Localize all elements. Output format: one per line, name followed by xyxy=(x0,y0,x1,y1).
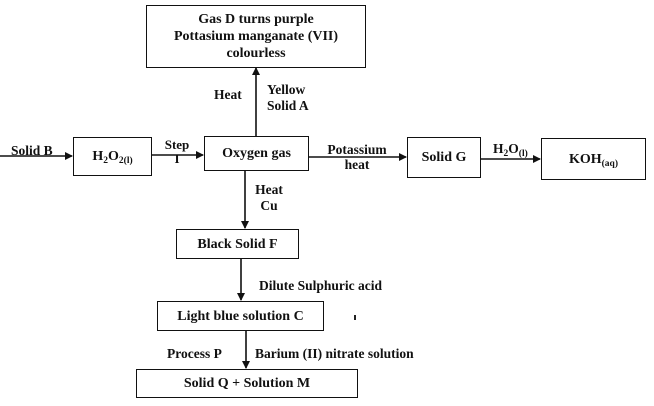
node-h2o2: H2O2(l) xyxy=(73,137,152,176)
gas-d-line-1: Gas D turns purple xyxy=(198,12,314,27)
edge-label-potassium-heat: Potassium heat xyxy=(327,142,387,172)
node-koh: KOH(aq) xyxy=(541,138,646,180)
edge-label-solid-b: Solid B xyxy=(11,143,53,158)
edge-label-water: H2O(l) xyxy=(493,141,528,159)
light-blue-solution-c-label: Light blue solution C xyxy=(177,308,304,324)
koh-formula: KOH(aq) xyxy=(568,151,619,169)
edge-label-dilute-sulphuric-acid: Dilute Sulphuric acid xyxy=(259,278,383,293)
node-gas-d: Gas D turns purple Pottasium manganate (… xyxy=(146,5,366,68)
edge-label-heat-up: Heat xyxy=(214,87,242,102)
gas-d-line-3: colourless xyxy=(226,46,286,61)
solid-q-solution-m-label: Solid Q + Solution M xyxy=(183,376,311,391)
black-solid-f-label: Black Solid F xyxy=(197,236,278,252)
edge-label-process-p: Process P xyxy=(167,346,222,361)
stray-mark xyxy=(354,315,356,320)
node-black-solid-f: Black Solid F xyxy=(176,229,299,259)
node-solid-g: Solid G xyxy=(407,137,481,178)
node-light-blue-solution-c: Light blue solution C xyxy=(157,301,324,331)
solid-g-label: Solid G xyxy=(421,150,467,165)
node-oxygen-gas: Oxygen gas xyxy=(204,136,309,171)
node-solid-q-solution-m: Solid Q + Solution M xyxy=(136,369,358,398)
gas-d-line-2: Pottasium manganate (VII) xyxy=(173,29,339,44)
h2o2-formula: H2O2(l) xyxy=(92,149,133,166)
edge-label-barium-nitrate: Barium (II) nitrate solution xyxy=(255,346,414,361)
edge-label-heat-cu: Heat Cu xyxy=(255,182,283,213)
edge-label-yellow-solid-a: Yellow Solid A xyxy=(267,82,309,113)
oxygen-gas-label: Oxygen gas xyxy=(222,146,291,161)
edge-label-step-i: Step I xyxy=(164,137,190,166)
